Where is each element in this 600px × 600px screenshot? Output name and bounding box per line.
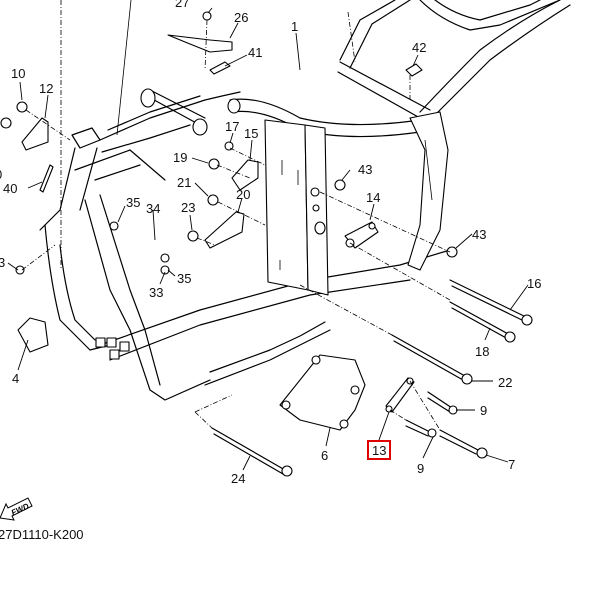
bolt-24 (211, 427, 293, 477)
leader-lines (7, 7, 529, 471)
callout-13-highlighted[interactable]: 13 (367, 440, 392, 460)
callout-19[interactable]: 19 (173, 150, 188, 165)
fwd-label: FWD (10, 502, 31, 518)
bolt-7 (439, 429, 488, 459)
callout-33-partial[interactable]: 3 (0, 255, 6, 270)
callout-12[interactable]: 12 (39, 81, 54, 96)
callout-21[interactable]: 21 (177, 175, 192, 190)
callout-9-lower[interactable]: 9 (417, 461, 425, 476)
callout-6[interactable]: 6 (321, 448, 329, 463)
callout-1[interactable]: 1 (291, 19, 299, 34)
callout-35-upper[interactable]: 35 (126, 195, 141, 210)
bolt-16 (449, 279, 533, 326)
callout-15[interactable]: 15 (244, 126, 259, 141)
callout-20[interactable]: 20 (236, 187, 251, 202)
callout-27[interactable]: 27 (175, 0, 190, 10)
callout-24[interactable]: 24 (231, 471, 246, 486)
callout-42[interactable]: 42 (412, 40, 427, 55)
callout-43-upper[interactable]: 43 (358, 162, 373, 177)
callout-43-lower[interactable]: 43 (472, 227, 487, 242)
callout-35-lower[interactable]: 35 (177, 271, 192, 286)
main-frame (0, 0, 571, 477)
bolt-22 (391, 334, 473, 385)
callout-34[interactable]: 34 (146, 201, 161, 216)
callout-16[interactable]: 16 (527, 276, 542, 291)
bolt-9-lower (405, 419, 437, 438)
callout-40[interactable]: 40 (3, 181, 18, 196)
callout-4[interactable]: 4 (12, 371, 20, 386)
bolt-9-upper (427, 391, 458, 415)
callout-17[interactable]: 17 (225, 119, 240, 134)
callout-41[interactable]: 41 (248, 45, 263, 60)
callout-10[interactable]: 10 (11, 66, 26, 81)
callout-22[interactable]: 22 (498, 375, 513, 390)
callout-40-partial[interactable]: 0 (0, 168, 2, 181)
callout-33[interactable]: 33 (149, 285, 164, 300)
callout-9-upper[interactable]: 9 (480, 403, 488, 418)
callout-23[interactable]: 23 (181, 200, 196, 215)
callout-26[interactable]: 26 (234, 10, 249, 25)
diagram-code: 27D1110-K200 (0, 527, 84, 542)
forward-direction-icon: FWD (0, 497, 33, 521)
bolt-18 (449, 301, 516, 343)
callout-18[interactable]: 18 (475, 344, 490, 359)
callout-14[interactable]: 14 (366, 190, 381, 205)
callout-7[interactable]: 7 (508, 457, 516, 472)
